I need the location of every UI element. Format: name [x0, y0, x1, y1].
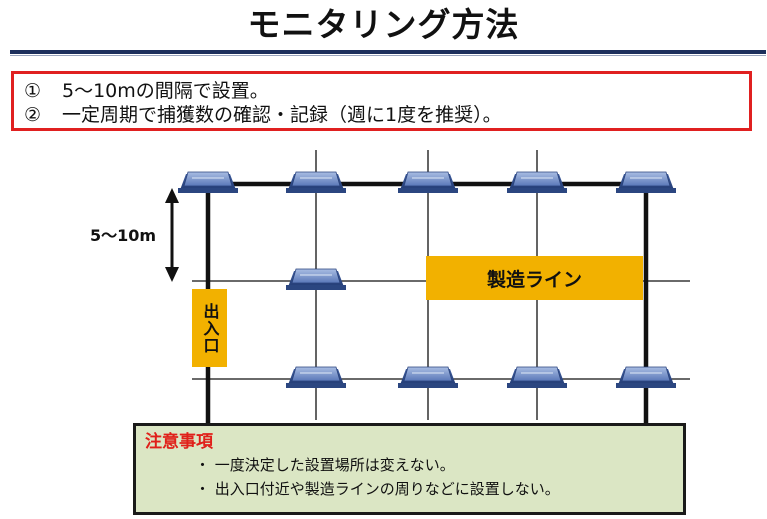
point-number: ②: [24, 104, 42, 126]
caution-item: ・ 出入口付近や製造ラインの周りなどに設置しない。: [195, 480, 560, 498]
production-line-area: 製造ライン: [426, 256, 643, 300]
key-point-1: ① 5～10mの間隔で設置。: [24, 79, 749, 103]
title-underline: [10, 50, 766, 54]
trap-device-icon: [615, 366, 677, 389]
spacing-arrow: [165, 188, 179, 282]
trap-device-icon: [177, 171, 239, 194]
trap-device-icon: [285, 366, 347, 389]
title-underline-thin: [10, 55, 766, 56]
spacing-label: 5～10m: [90, 226, 157, 245]
page-title: モニタリング方法: [247, 5, 520, 44]
key-point-2: ② 一定周期で捕獲数の確認・記録（週に1度を推奨）。: [24, 103, 749, 127]
point-text: 5～10mの間隔で設置。: [62, 80, 269, 102]
caution-box: 注意事項 ・ 一度決定した設置場所は変えない。 ・ 出入口付近や製造ラインの周り…: [133, 423, 686, 515]
entrance-label: 出入口: [192, 289, 227, 367]
trap-device-icon: [285, 268, 347, 291]
point-text: 一定周期で捕獲数の確認・記録（週に1度を推奨）。: [62, 104, 502, 126]
trap-device-icon: [506, 366, 568, 389]
trap-device-icon: [397, 171, 459, 194]
trap-device-icon: [615, 171, 677, 194]
trap-device-icon: [397, 366, 459, 389]
point-number: ①: [24, 80, 42, 102]
trap-device-icon: [506, 171, 568, 194]
trap-device-icon: [285, 171, 347, 194]
key-points-box: ① 5～10mの間隔で設置。 ② 一定周期で捕獲数の確認・記録（週に1度を推奨）。: [11, 71, 752, 131]
caution-title: 注意事項: [145, 432, 213, 452]
caution-item: ・ 一度決定した設置場所は変えない。: [195, 456, 455, 474]
